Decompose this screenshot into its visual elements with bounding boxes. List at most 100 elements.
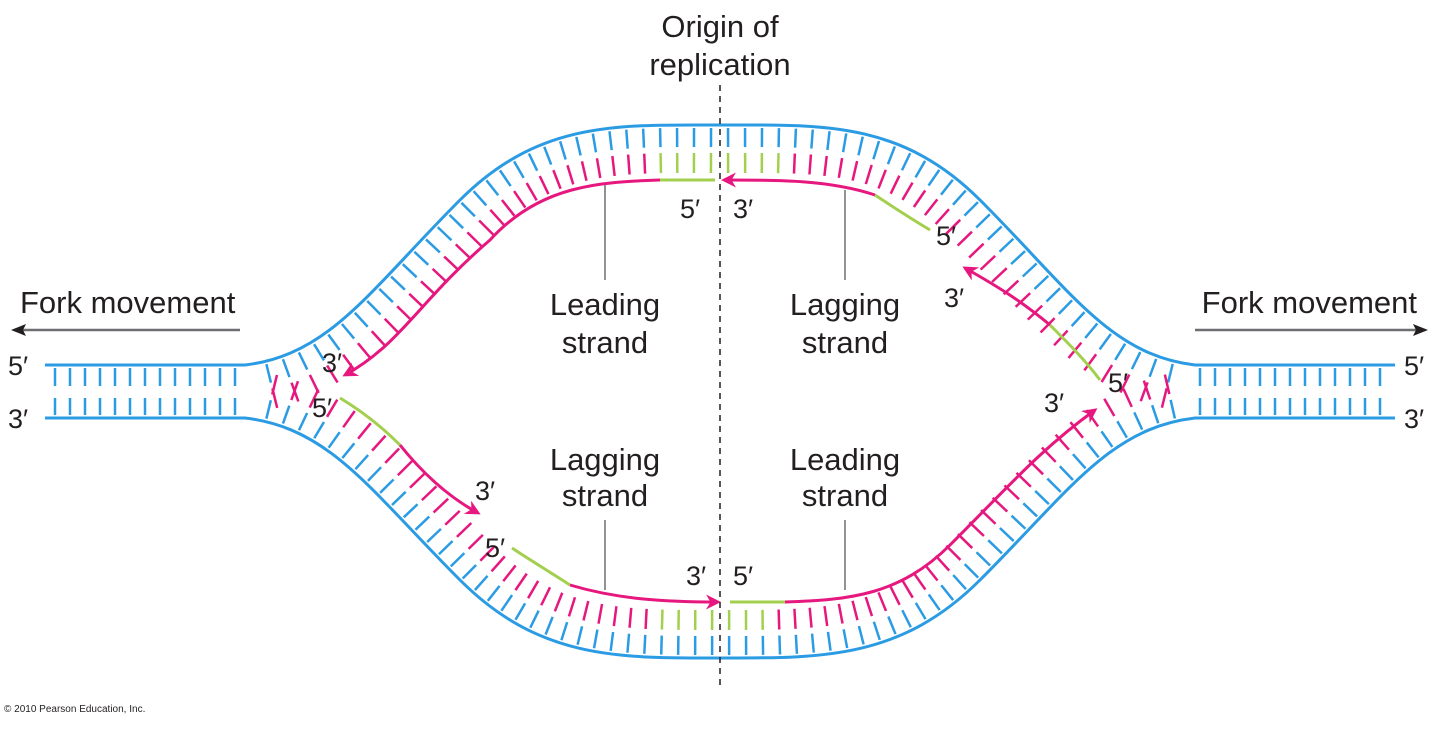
- base-pair-rung: [812, 634, 814, 653]
- top-right-frag-3-end: 3′: [944, 283, 964, 313]
- base-pair-rung: [469, 535, 483, 549]
- base-pair-rung: [593, 134, 596, 153]
- base-pair-rung: [888, 146, 895, 164]
- base-pair-rung: [516, 603, 526, 619]
- bottom-left-5-end: 5′: [312, 393, 332, 423]
- base-pair-rung: [439, 541, 453, 554]
- base-pair-rung: [541, 587, 550, 605]
- parent-right-bottom-end: 3′: [1404, 404, 1424, 434]
- base-pair-rung: [372, 436, 385, 451]
- base-pair-rung: [925, 199, 937, 215]
- base-pair-rung: [611, 632, 613, 651]
- base-pair-rung: [859, 626, 864, 644]
- top-left-5-end: 5′: [680, 194, 700, 224]
- base-pair-rung: [794, 609, 795, 629]
- base-pair-rung: [397, 306, 411, 320]
- base-pair-rung: [584, 601, 589, 620]
- base-pair-rung: [569, 597, 575, 616]
- base-pair-rung: [1085, 323, 1097, 338]
- bottom-left-lagging-fragment: [400, 445, 478, 513]
- base-pair-rung: [501, 595, 512, 611]
- base-pair-rung: [283, 406, 289, 424]
- base-pair-rung: [266, 400, 270, 418]
- top-right-3-end: 3′: [733, 194, 753, 224]
- top-right-frag-5-end: 5′: [1108, 368, 1128, 398]
- base-pair-rung: [567, 165, 573, 184]
- base-pair-rung: [612, 156, 614, 176]
- base-pair-rung: [1023, 503, 1037, 516]
- base-pair-rung: [342, 324, 354, 339]
- base-pair-rung: [438, 227, 452, 240]
- base-pair-rung: [941, 180, 953, 195]
- base-pair-rung: [358, 423, 371, 439]
- base-pair-rung: [925, 565, 937, 581]
- base-pair-rung: [355, 313, 368, 327]
- base-pair-rung: [343, 355, 355, 371]
- origin-label-line1: Origin of: [661, 9, 779, 44]
- base-pair-rung: [403, 264, 417, 277]
- base-pair-rung: [1152, 405, 1158, 423]
- base-pair-rung: [779, 636, 780, 655]
- base-pair-rung: [463, 565, 476, 578]
- base-pair-rung: [342, 443, 354, 458]
- base-pair-rung: [644, 154, 645, 174]
- top-right-5-end: 5′: [936, 221, 956, 251]
- base-pair-rung: [1059, 300, 1072, 314]
- base-pair-rung: [404, 504, 418, 517]
- base-pair-rung: [1060, 466, 1073, 480]
- base-pair-rung: [916, 161, 926, 177]
- base-pair-rung: [839, 158, 842, 178]
- base-pair-rung: [811, 130, 812, 149]
- copyright-notice: © 2010 Pearson Education, Inc.: [4, 704, 145, 715]
- base-pair-rung: [626, 130, 627, 149]
- base-pair-rung: [827, 131, 829, 150]
- base-pair-rung: [479, 220, 493, 234]
- base-pair-rung: [385, 319, 399, 333]
- base-pair-rung: [414, 252, 428, 265]
- base-pair-rung: [853, 161, 858, 180]
- base-pair-rung: [1150, 359, 1157, 377]
- base-pair-rung: [1000, 239, 1014, 252]
- base-pair-rung: [490, 210, 503, 225]
- base-pair-rung: [1035, 491, 1049, 504]
- parental-strands: [45, 125, 1395, 658]
- parent-right-top-end: 5′: [1404, 351, 1424, 381]
- parent-left-bottom-end: 3′: [8, 404, 28, 434]
- base-pair-rung: [560, 141, 566, 159]
- base-pair-rung: [1012, 516, 1026, 529]
- base-pair-rung: [1132, 352, 1140, 369]
- base-pair-rung: [902, 581, 912, 598]
- base-pair-rung: [272, 375, 277, 394]
- base-pair-rung: [941, 585, 953, 600]
- base-pair-rung: [299, 413, 307, 430]
- top-right-lagging-primer: [875, 195, 930, 230]
- base-pair-rung: [343, 411, 355, 427]
- bottom-right-strand-label-2: strand: [802, 478, 888, 513]
- base-pair-rung: [1100, 334, 1111, 349]
- bottom-left-frag-3-end: 3′: [686, 561, 706, 591]
- base-pair-rung: [467, 232, 481, 246]
- base-pair-rung: [598, 604, 602, 624]
- base-pair-rung: [976, 214, 990, 227]
- top-right-lagging-primer-2: [1050, 325, 1100, 380]
- base-pair-rung: [965, 564, 978, 577]
- base-pair-rung: [1072, 312, 1085, 326]
- origin-label-line2: replication: [649, 47, 790, 82]
- base-pair-rung: [415, 517, 429, 530]
- base-pair-rung: [844, 629, 848, 648]
- top-left-strand-label-1: Leading: [550, 287, 660, 322]
- top-right-lagging-fragment-2: [965, 268, 1050, 325]
- base-pair-rung: [839, 604, 843, 624]
- base-pair-rung: [578, 626, 583, 644]
- base-pair-rung: [929, 595, 940, 611]
- base-pair-rung: [553, 170, 560, 189]
- bottom-left-3-end: 3′: [475, 476, 495, 506]
- base-pair-rung: [902, 610, 910, 627]
- base-pair-rung: [627, 634, 629, 653]
- bottom-right-strand-label-1: Leading: [790, 442, 900, 477]
- base-pair-rung: [891, 587, 900, 605]
- base-pair-rung: [1117, 421, 1127, 437]
- base-pair-rung: [380, 479, 393, 492]
- top-left-3-end: 3′: [322, 348, 342, 378]
